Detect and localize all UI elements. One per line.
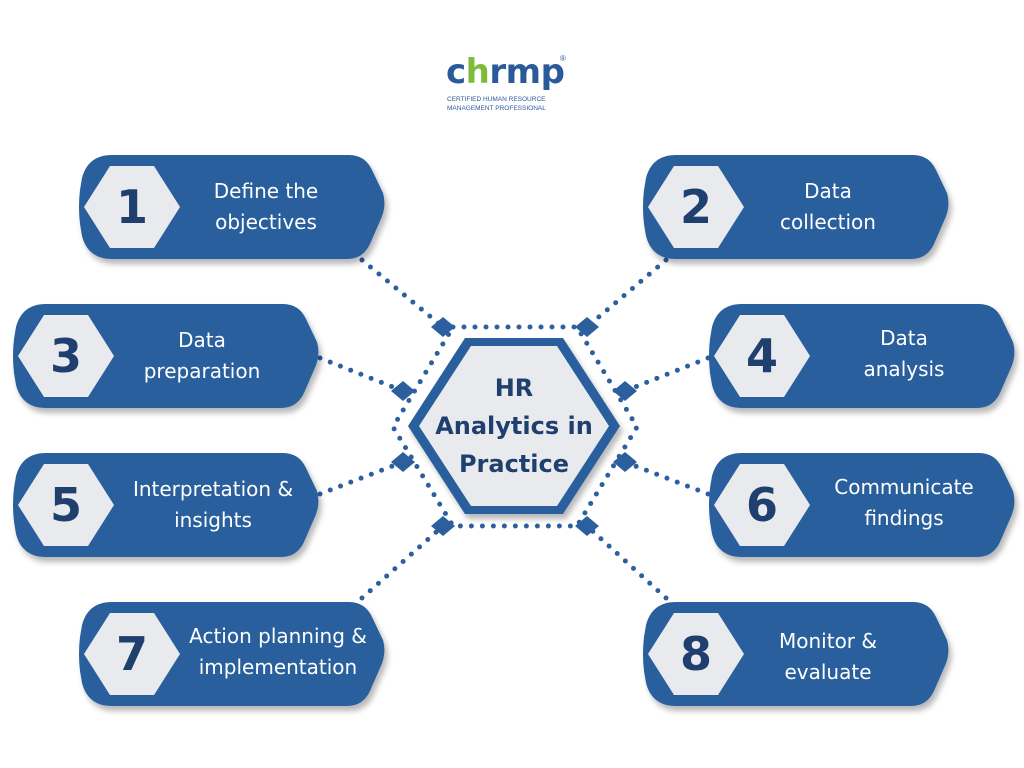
logo-tagline: CERTIFIED HUMAN RESOURCE MANAGEMENT PROF… [447,96,546,112]
step-8-card [643,602,949,706]
step-2-card [643,155,949,259]
center-title: HR Analytics in Practice [435,374,593,478]
step-2-number: 2 [679,180,712,234]
step-6-label: Communicate findings [834,475,974,530]
logo-registered-mark: ® [560,54,566,63]
step-8-number: 8 [679,627,712,681]
step-5-card [13,453,319,557]
step-7-number: 7 [115,627,148,681]
step-3-card [13,304,319,408]
step-5-label: Interpretation & insights [132,477,294,532]
step-4-number: 4 [745,329,778,383]
connector-lines [317,257,711,601]
step-1-card [79,155,385,259]
logo-wordmark: chrmp [446,52,565,92]
step-6-card [709,453,1015,557]
step-7-card [79,602,385,706]
step-5-number: 5 [49,478,82,532]
step-6-number: 6 [745,478,778,532]
step-4-card [709,304,1015,408]
step-1-number: 1 [115,180,148,234]
ring-node-hexagons [391,317,637,536]
step-3-number: 3 [49,329,82,383]
center-dotted-ring [390,324,640,529]
step-1-label: Define the objectives [213,179,319,234]
step-3-label: Data preparation [143,328,261,383]
step-8-label: Monitor & evaluate [779,629,877,684]
step-7-label: Action planning & implementation [189,624,367,679]
chrmp-logo: chrmp ® CERTIFIED HUMAN RESOURCE MANAGEM… [430,52,590,116]
step-2-label: Data collection [780,179,876,234]
step-4-label: Data analysis [863,326,945,381]
center-hexagon [408,338,620,514]
